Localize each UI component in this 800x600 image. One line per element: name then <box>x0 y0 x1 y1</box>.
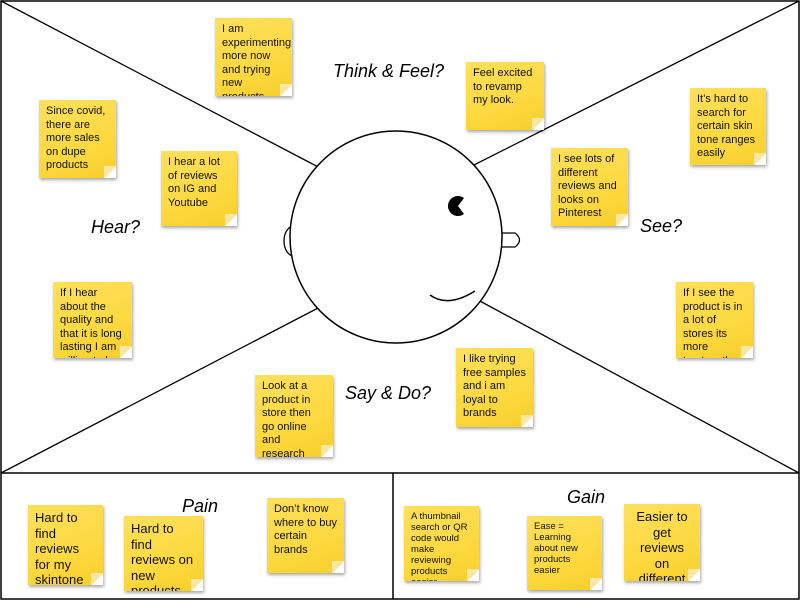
sticky-note-hear-1[interactable]: Since covid, there are more sales on dup… <box>39 100 116 178</box>
pain-label: Pain <box>182 496 219 516</box>
sticky-note-think-2[interactable]: Feel excited to revamp my look. <box>466 62 544 130</box>
diagonal-bottom-left <box>0 306 321 474</box>
gain-label: Gain <box>567 487 606 507</box>
sticky-note-gain-1[interactable]: A thumbnail search or QR code would make… <box>404 506 479 581</box>
sticky-note-pain-1[interactable]: Hard to find reviews for my skintone <box>28 505 103 585</box>
think-feel-label: Think & Feel? <box>333 61 445 81</box>
head-circle <box>289 130 503 344</box>
sticky-note-think-1[interactable]: I am experimenting more now and trying n… <box>215 18 292 96</box>
diagonal-top-left <box>0 0 325 171</box>
hear-label: Hear? <box>91 217 141 237</box>
sticky-note-see-2[interactable]: I see lots of different reviews and look… <box>551 148 628 226</box>
say-do-label: Say & Do? <box>345 383 432 403</box>
sticky-note-pain-3[interactable]: Don’t know where to buy certain brands <box>267 498 344 573</box>
sticky-note-pain-2[interactable]: Hard to find reviews on new products <box>124 516 203 591</box>
sticky-note-say-1[interactable]: Look at a product in store then go onlin… <box>255 375 333 457</box>
sticky-note-see-1[interactable]: It’s hard to search for certain skin ton… <box>690 88 766 165</box>
sticky-note-say-2[interactable]: I like trying free samples and i am loya… <box>456 348 533 427</box>
diagonal-top-right <box>463 0 800 171</box>
sticky-note-hear-2[interactable]: I hear a lot of reviews on IG and Youtub… <box>161 151 237 226</box>
see-label: See? <box>640 216 683 236</box>
sticky-note-hear-3[interactable]: If I hear about the quality and that it … <box>53 282 132 358</box>
mouth <box>429 290 476 302</box>
sticky-note-gain-3[interactable]: Easier to get reviews on different brand… <box>624 504 700 581</box>
diagonal-bottom-right <box>477 299 800 474</box>
eye-icon <box>447 196 464 217</box>
sticky-note-see-3[interactable]: If I see the product is in a lot of stor… <box>676 282 753 358</box>
sticky-note-gain-2[interactable]: Ease = Learning about new products easie… <box>527 516 602 590</box>
